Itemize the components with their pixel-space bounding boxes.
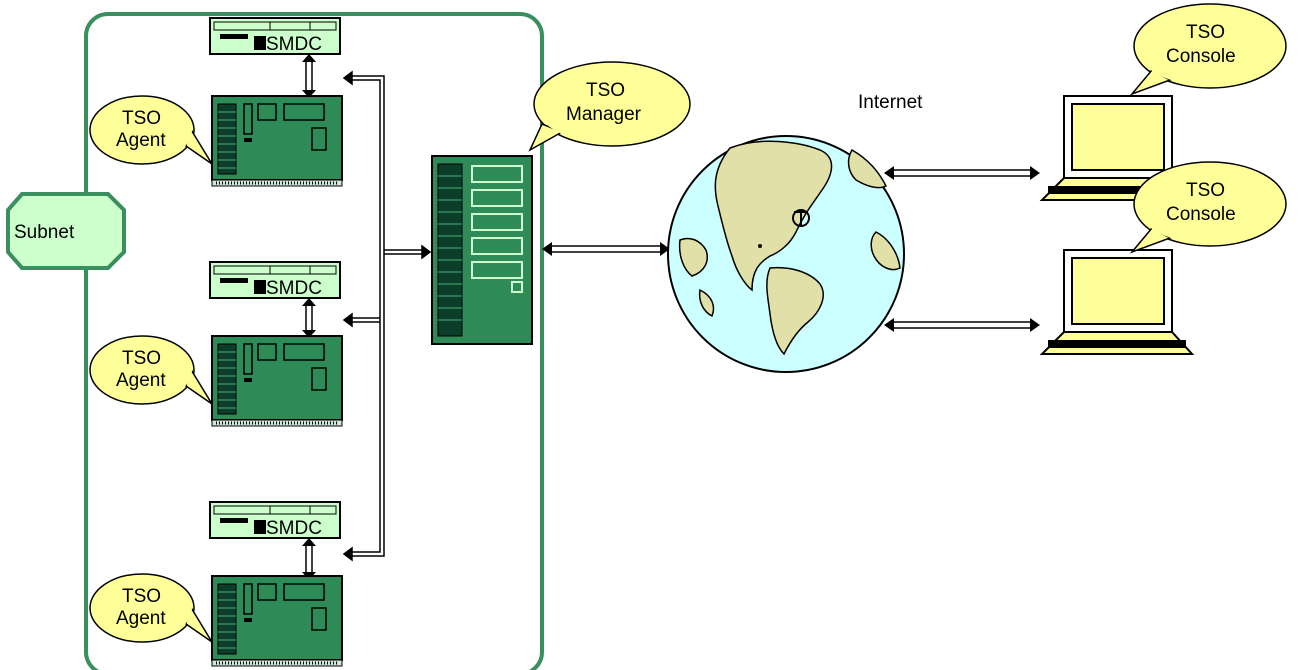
svg-text:TSO: TSO (1186, 180, 1225, 201)
subnet-label-box: Subnet (6, 192, 126, 270)
console-laptop-2 (1041, 249, 1193, 355)
agent-bubble-2: TSO Agent (89, 335, 213, 405)
smdc-unit: SMDC (209, 17, 341, 55)
agent-server-2 (210, 334, 344, 428)
svg-text:SMDC: SMDC (266, 518, 322, 539)
agent-server-1 (210, 94, 344, 188)
svg-text:SMDC: SMDC (266, 34, 322, 55)
smdc-agent-connector (305, 58, 313, 574)
subnet-boundary (84, 12, 544, 670)
svg-text:TSO: TSO (122, 348, 161, 369)
console-bubble-2: TSO Console (1129, 161, 1287, 254)
svg-text:Manager: Manager (566, 104, 642, 125)
gt-logo-icon (792, 209, 810, 227)
manager-server (431, 155, 533, 345)
svg-text:SMDC: SMDC (266, 278, 322, 299)
bus-connector (342, 70, 432, 562)
agent-bubble-3: TSO Agent (89, 573, 213, 643)
svg-text:Console: Console (1166, 46, 1236, 67)
svg-text:TSO: TSO (1186, 22, 1225, 43)
internet-console-connector (892, 169, 1032, 329)
manager-bubble: TSO Manager (528, 61, 691, 152)
svg-text:Agent: Agent (116, 370, 166, 391)
internet-globe (667, 135, 905, 373)
svg-text:Agent: Agent (116, 608, 166, 629)
svg-text:TSO: TSO (122, 108, 161, 129)
internet-label: Internet (858, 92, 923, 113)
agent-server-3 (210, 574, 344, 668)
console-bubble-1: TSO Console (1129, 3, 1287, 96)
manager-internet-connector (550, 245, 662, 253)
smdc-unit: SMDC (209, 501, 341, 539)
agent-bubble-1: TSO Agent (89, 95, 213, 165)
svg-text:Console: Console (1166, 204, 1236, 225)
subnet-label: Subnet (14, 222, 75, 243)
svg-text:TSO: TSO (122, 586, 161, 607)
svg-text:Agent: Agent (116, 130, 166, 151)
smdc-unit: SMDC (209, 261, 341, 299)
svg-text:TSO: TSO (586, 80, 625, 101)
